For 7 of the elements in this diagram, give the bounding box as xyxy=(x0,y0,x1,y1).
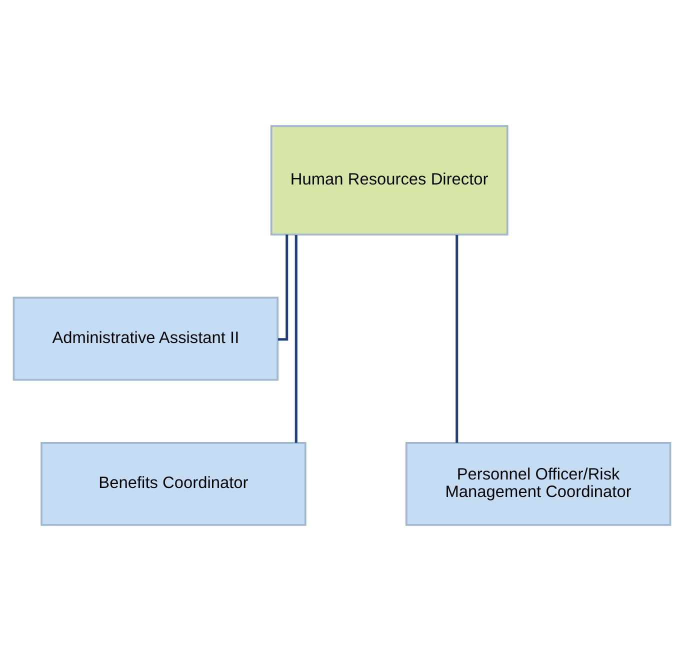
node-box: Human Resources Director xyxy=(270,124,508,236)
connector xyxy=(278,234,288,340)
connector xyxy=(456,234,458,442)
node-box: Personnel Officer/Risk Management Coordinator xyxy=(405,441,672,526)
node-box: Administrative Assistant II xyxy=(12,296,279,380)
node-box: Benefits Coordinator xyxy=(40,441,306,526)
connector xyxy=(294,234,298,442)
